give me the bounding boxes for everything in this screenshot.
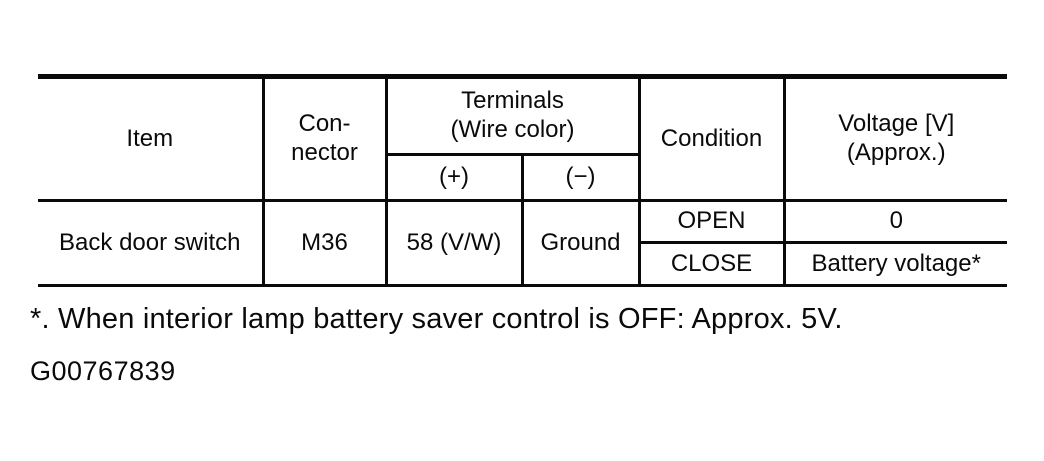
header-condition: Condition bbox=[637, 75, 786, 202]
footnote: *. When interior lamp battery saver cont… bbox=[30, 303, 843, 335]
header-connector: Con- nector bbox=[261, 75, 388, 202]
cell-condition-close: CLOSE bbox=[637, 241, 786, 287]
header-terminal-plus: (+) bbox=[384, 153, 524, 202]
cell-terminal-plus: 58 (V/W) bbox=[384, 199, 524, 287]
table-row: CLOSE Battery voltage* bbox=[38, 241, 1007, 287]
table-row: Back door switch M36 58 (V/W) Ground OPE… bbox=[38, 199, 1007, 287]
header-item: Item bbox=[38, 75, 265, 202]
table-header-row: Item Con- nector Terminals (Wire color) … bbox=[38, 75, 1007, 202]
cell-connector: M36 bbox=[261, 199, 388, 287]
header-terminal-minus: (−) bbox=[520, 153, 641, 202]
cell-voltage-close: Battery voltage* bbox=[782, 241, 1007, 287]
cell-item: Back door switch bbox=[38, 199, 265, 287]
voltage-spec-table: Item Con- nector Terminals (Wire color) … bbox=[38, 74, 1007, 287]
table-subheader-row: (+) (−) bbox=[38, 153, 1007, 202]
header-terminals: Terminals (Wire color) bbox=[384, 75, 641, 156]
cell-terminal-minus: Ground bbox=[520, 199, 641, 287]
cell-voltage-open: 0 bbox=[782, 199, 1007, 244]
cell-condition-open: OPEN bbox=[637, 199, 786, 244]
figure-id: G00767839 bbox=[30, 356, 176, 386]
header-voltage: Voltage [V] (Approx.) bbox=[782, 75, 1007, 202]
